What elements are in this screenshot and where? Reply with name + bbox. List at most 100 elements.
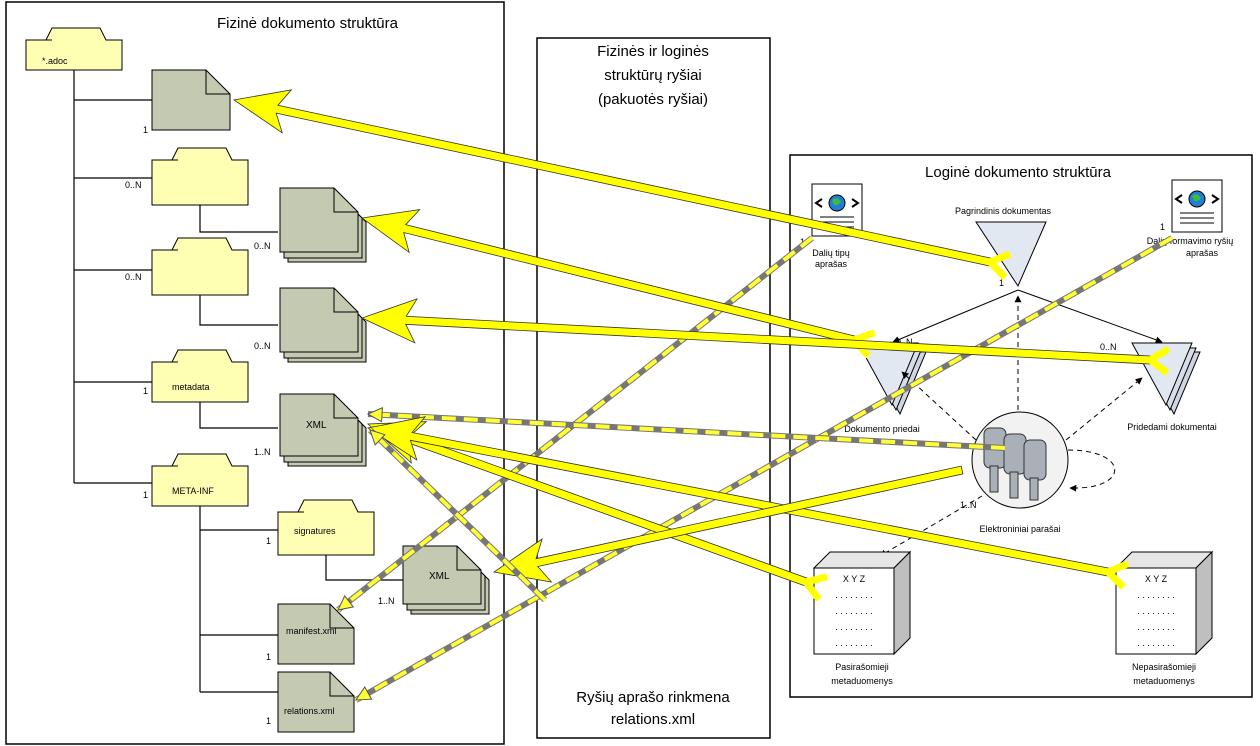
file-icon [279, 187, 359, 253]
folder-parts-2-mult: 0..N [125, 272, 142, 282]
unsigned-metadata-node[interactable]: X Y Z . . . . . . . . . . . . . . . . . … [1114, 550, 1214, 686]
file-icon [277, 671, 355, 733]
file-relations-mult: 1 [266, 716, 271, 726]
signed-metadata-dots-1: . . . . . . . . [835, 590, 873, 600]
arrow-added-documents [360, 298, 1151, 365]
folder-icon [151, 237, 249, 296]
folder-parts-1[interactable]: 0..N [125, 147, 249, 206]
attachments-label: Dokumento priedai [844, 424, 920, 434]
relations-footer-line2: relations.xml [611, 711, 695, 728]
file-relations[interactable]: relations.xml 1 [266, 671, 355, 733]
arrow-main-document-tail [983, 250, 1012, 280]
unsigned-metadata-dots-2: . . . . . . . . [1137, 606, 1175, 616]
dash-arrow-relations-to-relations-file-head [355, 686, 373, 701]
signed-metadata-dots-3: . . . . . . . . [835, 622, 873, 632]
folder-parts-2[interactable]: 0..N [125, 237, 249, 296]
file-main-document[interactable]: 1 [143, 69, 231, 135]
signed-metadata-xyz: X Y Z [843, 574, 866, 584]
folder-metainf[interactable]: META-INF 1 [143, 453, 249, 507]
folder-parts-1-mult: 0..N [125, 180, 142, 190]
file-icon [279, 287, 359, 353]
dash-arrow-to-metadata-xml-head [366, 407, 383, 423]
signed-metadata-node[interactable]: X Y Z . . . . . . . . . . . . . . . . . … [812, 550, 912, 686]
file-relations-label: relations.xml [284, 706, 335, 716]
file-stack-signatures-xml[interactable]: XML 1..N [378, 545, 490, 615]
folder-metadata[interactable]: metadata 1 [143, 349, 249, 403]
unsigned-metadata-dots-4: . . . . . . . . [1137, 638, 1175, 648]
arrow-unsigned-metadata-tail [1101, 560, 1130, 590]
relations-footer-line1: Ryšių aprašo rinkmena [576, 689, 730, 706]
relations-panel [536, 37, 771, 739]
arrow-unsigned-metadata [366, 416, 1110, 577]
file-icon [277, 603, 355, 665]
logical-panel-title: Loginė dokumento struktūra [925, 164, 1112, 181]
file-stack-parts-2-mult: 0..N [254, 341, 271, 351]
relations-title-line2: struktūrų ryšiai [604, 67, 702, 84]
folder-metadata-label: metadata [172, 382, 210, 392]
file-manifest-mult: 1 [266, 652, 271, 662]
arrow-main-document [232, 89, 992, 267]
folder-icon [25, 27, 123, 71]
folder-metainf-label: META-INF [172, 486, 214, 496]
folder-signatures-label: signatures [294, 526, 336, 536]
signatures-mult: 1..N [960, 500, 977, 510]
arrow-signed-metadata-tail [800, 573, 828, 602]
signed-metadata-label-line2: metaduomenys [831, 676, 893, 686]
file-icon [279, 393, 359, 457]
folder-icon [151, 453, 249, 507]
unsigned-metadata-dots-1: . . . . . . . . [1137, 590, 1175, 600]
parts-relations-mult: 1 [1160, 222, 1165, 232]
parts-types-label-line1: Dalių tipų [812, 248, 850, 258]
dash-arrow-signatures-link [368, 428, 547, 602]
file-stack-metadata-xml-mult: 1..N [254, 447, 271, 457]
added-documents-mult: 0..N [1100, 342, 1117, 352]
parts-relations-label-line1: Dalių formavimo ryšių [1147, 236, 1234, 246]
package-relation-arrows [232, 89, 1174, 703]
signed-metadata-dots-2: . . . . . . . . [835, 606, 873, 616]
folder-root-label: *.adoc [42, 56, 68, 66]
main-document-node[interactable]: Pagrindinis dokumentas 1 [955, 206, 1052, 288]
folder-metadata-mult: 1 [143, 386, 148, 396]
arrow-attachments [360, 209, 856, 345]
folder-icon [151, 147, 249, 206]
relations-title-line3: (pakuotės ryšiai) [598, 91, 708, 108]
dash-arrow-relations-to-relations-file [355, 236, 1173, 702]
file-icon [151, 69, 231, 131]
file-metadata-xml-label: XML [306, 420, 327, 431]
attachments-mult: 0..N [896, 337, 913, 347]
triangle-icon [975, 221, 1047, 288]
folder-root[interactable]: *.adoc [25, 27, 123, 71]
physical-panel-title: Fizinė dokumento struktūra [217, 15, 399, 32]
folder-icon [277, 499, 375, 556]
logical-tree-lines [892, 289, 1163, 344]
signatures-label: Elektroniniai parašai [979, 524, 1060, 534]
folder-signatures[interactable]: signatures 1 [266, 499, 375, 556]
arrow-added-documents-tail [1143, 345, 1171, 376]
file-stack-parts-1-mult: 0..N [254, 241, 271, 251]
main-document-mult: 1 [999, 278, 1004, 288]
file-stack-parts-1[interactable]: 0..N [254, 187, 367, 263]
unsigned-metadata-dots-3: . . . . . . . . [1137, 622, 1175, 632]
file-stack-parts-2[interactable]: 0..N [254, 287, 367, 363]
unsigned-metadata-label-line1: Nepasirašomieji [1132, 662, 1196, 672]
file-manifest[interactable]: manifest.xml 1 [266, 603, 355, 665]
dash-arrow-types-to-manifest [336, 236, 814, 612]
parts-relations-label-line2: aprašas [1186, 248, 1219, 258]
file-main-document-mult: 1 [143, 125, 148, 135]
dash-arrow-types-to-manifest-head [337, 594, 355, 611]
file-stack-signatures-xml-mult: 1..N [378, 596, 395, 606]
tree-connectors [73, 70, 403, 693]
main-document-label: Pagrindinis dokumentas [955, 206, 1052, 216]
folder-icon [151, 349, 249, 403]
file-signatures-xml-label: XML [429, 571, 450, 582]
unsigned-metadata-label-line2: metaduomenys [1133, 676, 1195, 686]
folder-metainf-mult: 1 [143, 490, 148, 500]
signed-metadata-dots-4: . . . . . . . . [835, 638, 873, 648]
dash-arrow-to-metadata-xml [367, 412, 1006, 450]
unsigned-metadata-xyz: X Y Z [1145, 574, 1168, 584]
parts-types-label-line2: aprašas [815, 259, 848, 269]
file-stack-metadata-xml[interactable]: XML 1..N [254, 393, 367, 467]
file-icon [402, 545, 482, 605]
parts-relations-description[interactable]: Dalių formavimo ryšių aprašas 1 [1147, 179, 1234, 258]
